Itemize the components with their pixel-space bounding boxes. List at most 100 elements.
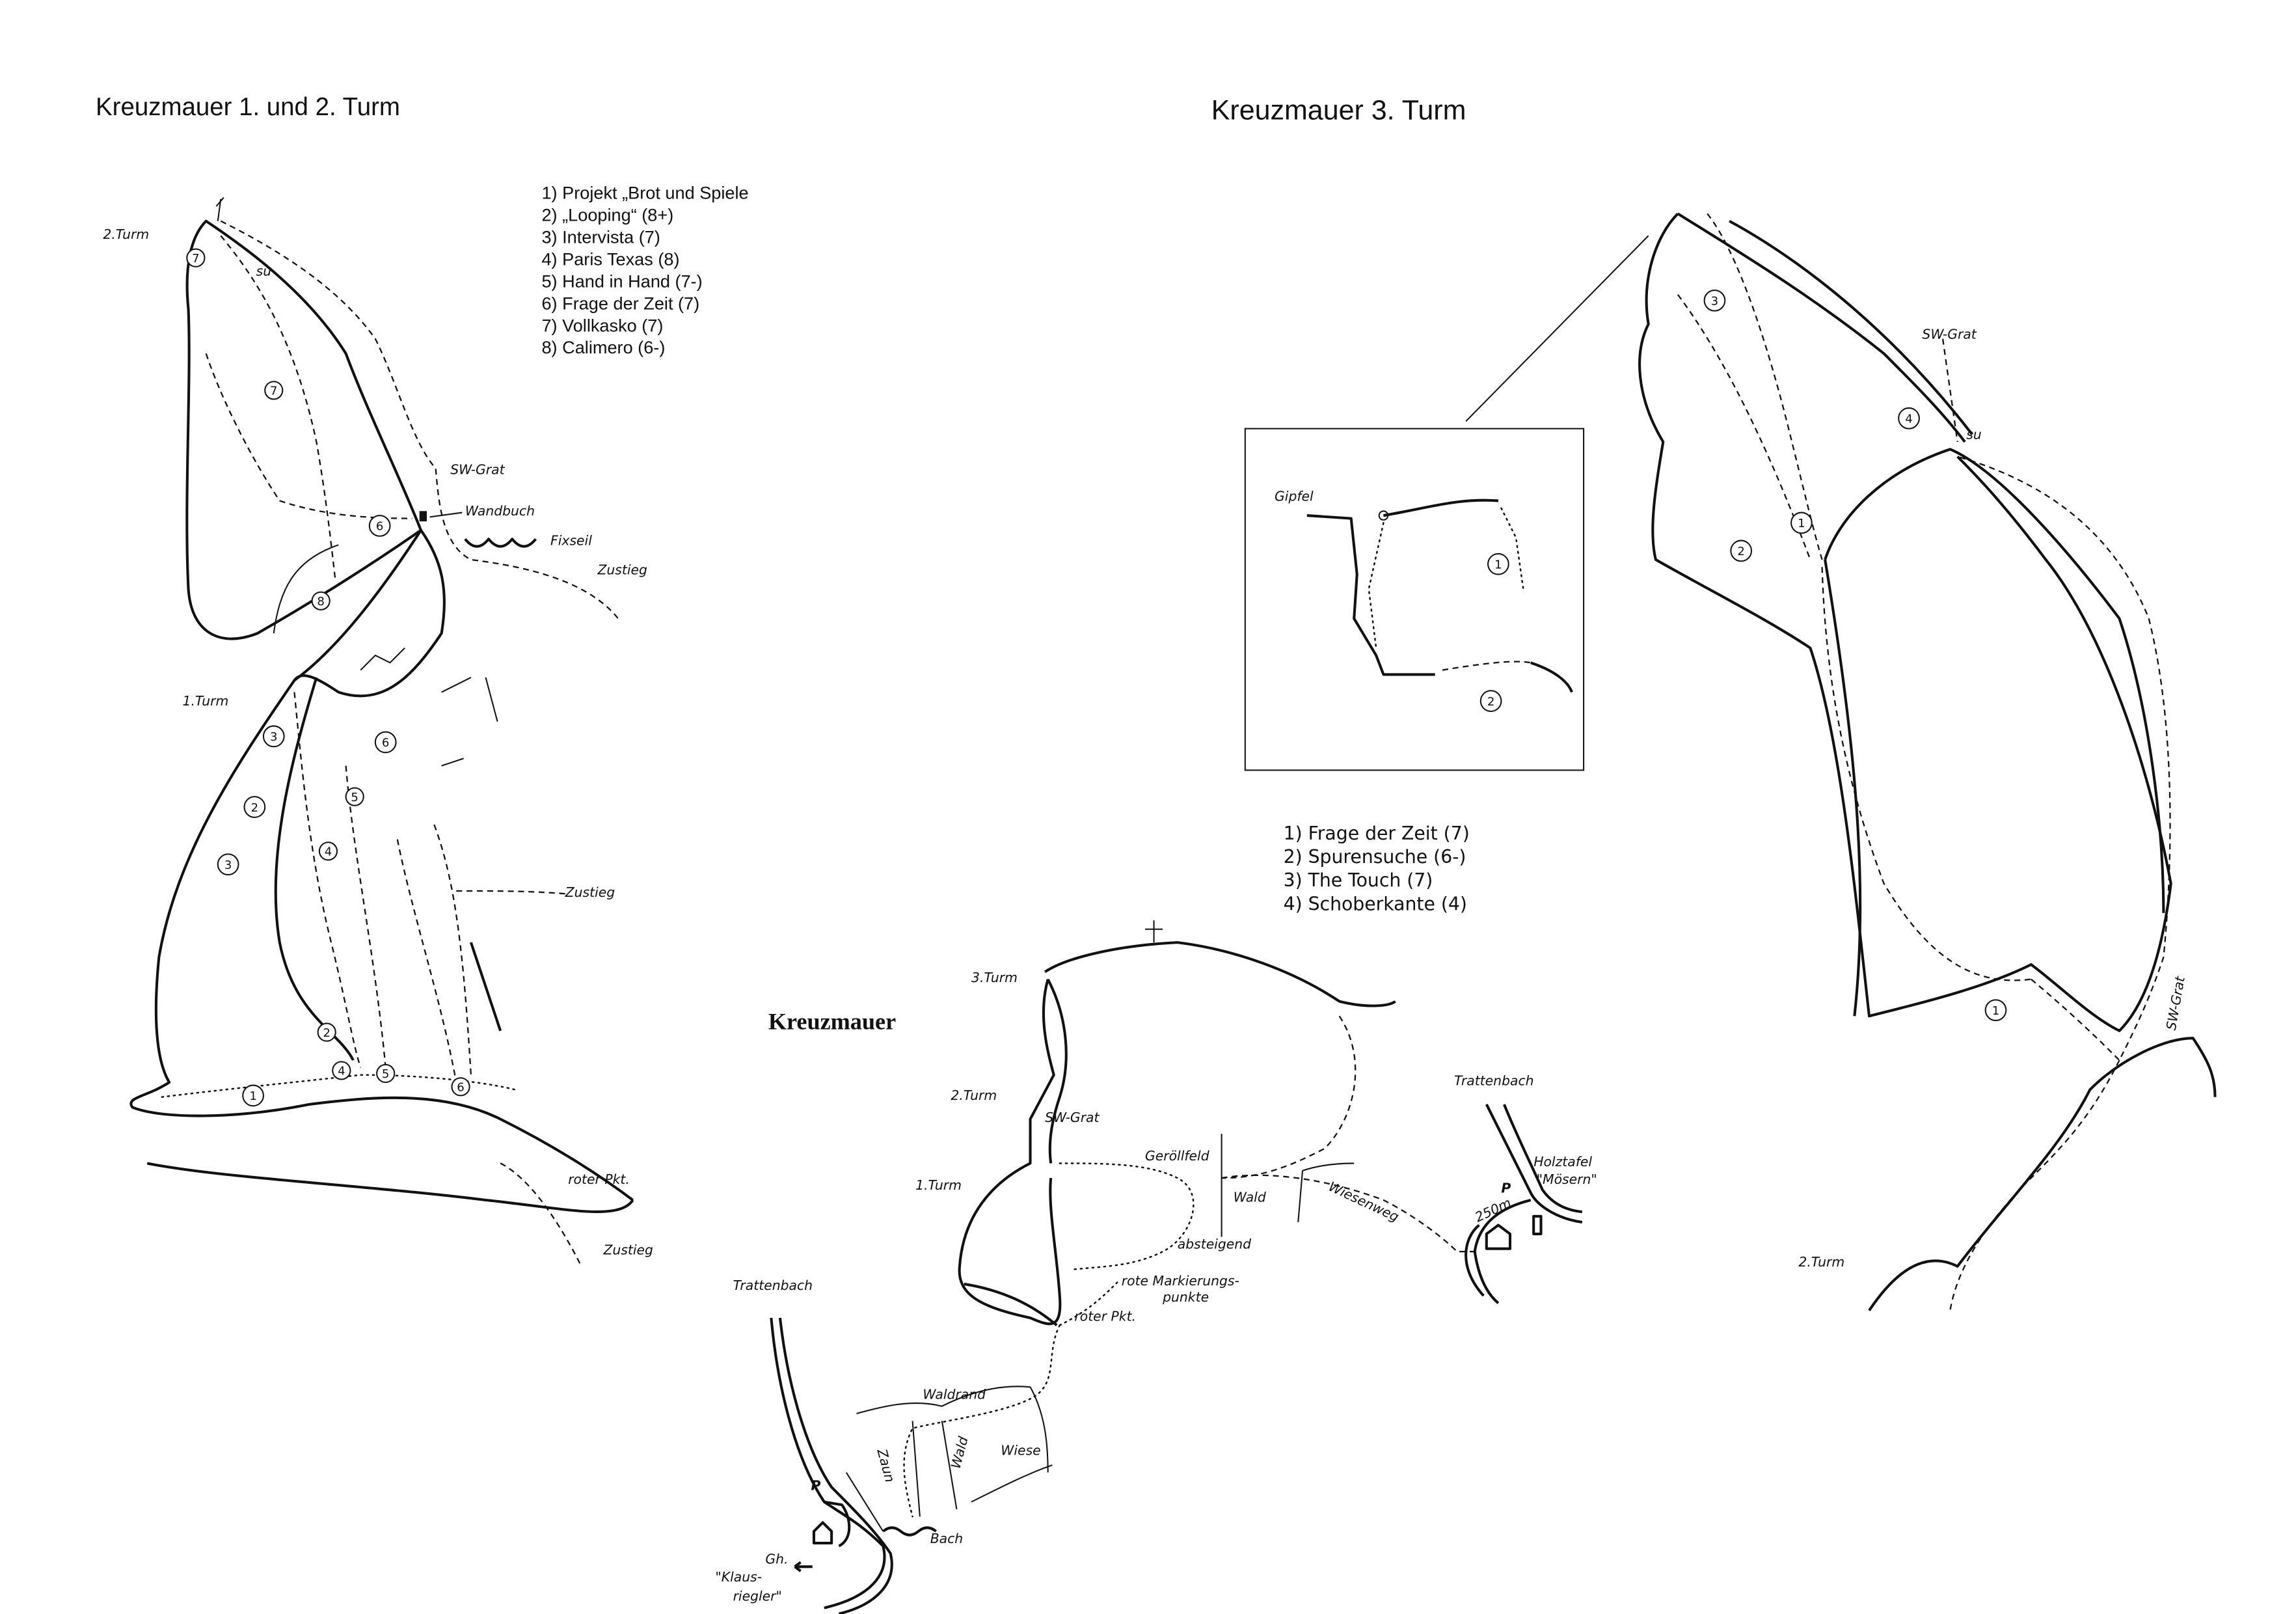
route-marker-6: 6 — [451, 1077, 470, 1097]
label-2-turm: 2.Turm — [103, 226, 149, 242]
route-marker-2: 2 — [1479, 690, 1502, 712]
svg-text:6: 6 — [382, 736, 390, 750]
route-marker-6: 6 — [368, 515, 391, 537]
label-wald: Wald — [1234, 1189, 1266, 1205]
parking-label: P — [1501, 1181, 1511, 1196]
svg-text:1: 1 — [1798, 517, 1805, 530]
route-marker-4: 4 — [1898, 407, 1920, 430]
summit-book-icon — [419, 511, 427, 522]
label-zustieg: Zustieg — [597, 562, 647, 578]
label-absteigend: absteigend — [1178, 1237, 1251, 1252]
topo-12-title: Kreuzmauer 1. und 2. Turm — [96, 93, 400, 121]
svg-text:4: 4 — [325, 845, 332, 859]
label-sw-grat: SW-Grat — [1045, 1110, 1100, 1125]
label-gh: Gh. — [765, 1552, 788, 1567]
svg-text:3: 3 — [1711, 295, 1719, 308]
label-distance: 250m — [1472, 1195, 1513, 1225]
label-sw-grat: SW-Grat — [450, 462, 505, 478]
legend-item: 5) Hand in Hand (7-) — [541, 271, 702, 291]
route-marker-4: 4 — [332, 1061, 351, 1080]
label-su: su — [256, 263, 272, 279]
label-2-turm: 2.Turm — [951, 1087, 997, 1103]
tower-1-outline — [129, 529, 634, 1201]
label-trattenbach: Trattenbach — [1454, 1073, 1534, 1089]
svg-text:5: 5 — [382, 1067, 390, 1081]
route-marker-1: 1 — [1790, 512, 1813, 534]
label-zaun: Zaun — [874, 1447, 898, 1484]
label-gipfel: Gipfel — [1275, 488, 1314, 504]
route-marker-3: 3 — [217, 853, 239, 876]
label-3-turm: 3.Turm — [971, 970, 1018, 985]
label-wandbuch: Wandbuch — [465, 503, 535, 519]
label-1-turm: 1.Turm — [183, 693, 229, 709]
svg-text:4: 4 — [1905, 413, 1913, 426]
approach-map: Kreuzmauer 3.Turm 2.Turm SW-Grat 1.Turm … — [715, 920, 1597, 1614]
svg-text:1: 1 — [1992, 1004, 2000, 1018]
topo-tower-1-2: Kreuzmauer 1. und 2. Turm 1) Projekt „Br… — [96, 93, 749, 1267]
route-markers: 1 2 2 3 3 4 4 5 5 6 6 6 7 7 8 — [186, 248, 470, 1107]
label-fixseil: Fixseil — [550, 532, 592, 548]
svg-text:1: 1 — [1494, 558, 1502, 572]
descent-line — [1957, 456, 2171, 1062]
svg-text:3: 3 — [224, 858, 232, 872]
svg-text:2: 2 — [1737, 545, 1745, 558]
route-marker-5: 5 — [376, 1063, 396, 1084]
svg-text:3: 3 — [270, 730, 278, 744]
label-su: su — [1966, 426, 1982, 442]
route-marker-7: 7 — [186, 248, 206, 267]
legend-item: 3) The Touch (7) — [1284, 869, 1433, 891]
label-wald: Wald — [948, 1435, 971, 1471]
wiesenweg-path — [1221, 1174, 1476, 1253]
label-klausriegler: riegler" — [733, 1588, 782, 1604]
label-geroellfeld: Geröllfeld — [1145, 1148, 1209, 1164]
svg-text:4: 4 — [338, 1065, 345, 1078]
tower-2-outline — [185, 219, 423, 640]
approach-map-title: Kreuzmauer — [768, 1009, 896, 1035]
route-marker-2: 2 — [1730, 540, 1753, 562]
legend-item: 8) Calimero (6-) — [541, 337, 665, 357]
label-rote-markierung: rote Markierungs- — [1122, 1273, 1239, 1289]
legend-item: 3) Intervista (7) — [541, 227, 660, 247]
label-roter-pkt: roter Pkt. — [568, 1171, 630, 1187]
summit-cross-icon — [1144, 920, 1163, 943]
label-1-turm: 1.Turm — [915, 1177, 962, 1193]
svg-text:1: 1 — [249, 1089, 257, 1103]
route-marker-7: 7 — [264, 381, 284, 400]
route-marker-2: 2 — [243, 796, 266, 818]
label-2-turm: 2.Turm — [1798, 1254, 1844, 1270]
route-marker-3: 3 — [262, 725, 285, 748]
route-marker-8: 8 — [311, 591, 331, 610]
label-waldrand: Waldrand — [923, 1386, 986, 1402]
route-marker-4: 4 — [318, 841, 338, 861]
route-marker-5: 5 — [345, 787, 364, 806]
fixed-rope — [464, 538, 537, 548]
topo-3-title: Kreuzmauer 3. Turm — [1211, 95, 1466, 126]
parking-label: P — [811, 1478, 820, 1494]
topo-3-legend: 1) Frage der Zeit (7) 2) Spurensuche (6-… — [1284, 823, 1470, 915]
label-wiese: Wiese — [1001, 1442, 1040, 1458]
approach-path — [161, 1074, 517, 1098]
topo-12-legend: 1) Projekt „Brot und Spiele 2) „Looping“… — [541, 183, 748, 358]
svg-text:2: 2 — [323, 1026, 331, 1040]
legend-item: 6) Frage der Zeit (7) — [541, 293, 699, 313]
legend-item: 1) Projekt „Brot und Spiele — [541, 183, 748, 203]
legend-item: 7) Vollkasko (7) — [541, 315, 663, 335]
label-sw-grat: SW-Grat — [1922, 327, 1977, 342]
topo-tower-3: Kreuzmauer 3. Turm Gipfel 1 2 1) Frage d… — [1211, 95, 2217, 1311]
route-marker-3: 3 — [1703, 289, 1726, 312]
crag-outline — [958, 978, 1068, 1326]
route-line — [220, 235, 336, 582]
label-holztafel: Holztafel — [1533, 1154, 1592, 1169]
legend-item: 2) Spurensuche (6-) — [1284, 846, 1466, 868]
route-marker-1: 1 — [1984, 999, 2007, 1022]
label-rote-markierung: punkte — [1162, 1289, 1209, 1305]
svg-text:7: 7 — [270, 385, 278, 398]
legend-item: 4) Paris Texas (8) — [541, 249, 679, 269]
route-marker-1: 1 — [1487, 553, 1509, 575]
legend-item: 4) Schoberkante (4) — [1284, 893, 1467, 914]
label-zustieg: Zustieg — [565, 884, 615, 900]
inset-frame — [1244, 428, 1585, 771]
svg-text:6: 6 — [457, 1081, 465, 1095]
svg-text:5: 5 — [351, 791, 358, 804]
